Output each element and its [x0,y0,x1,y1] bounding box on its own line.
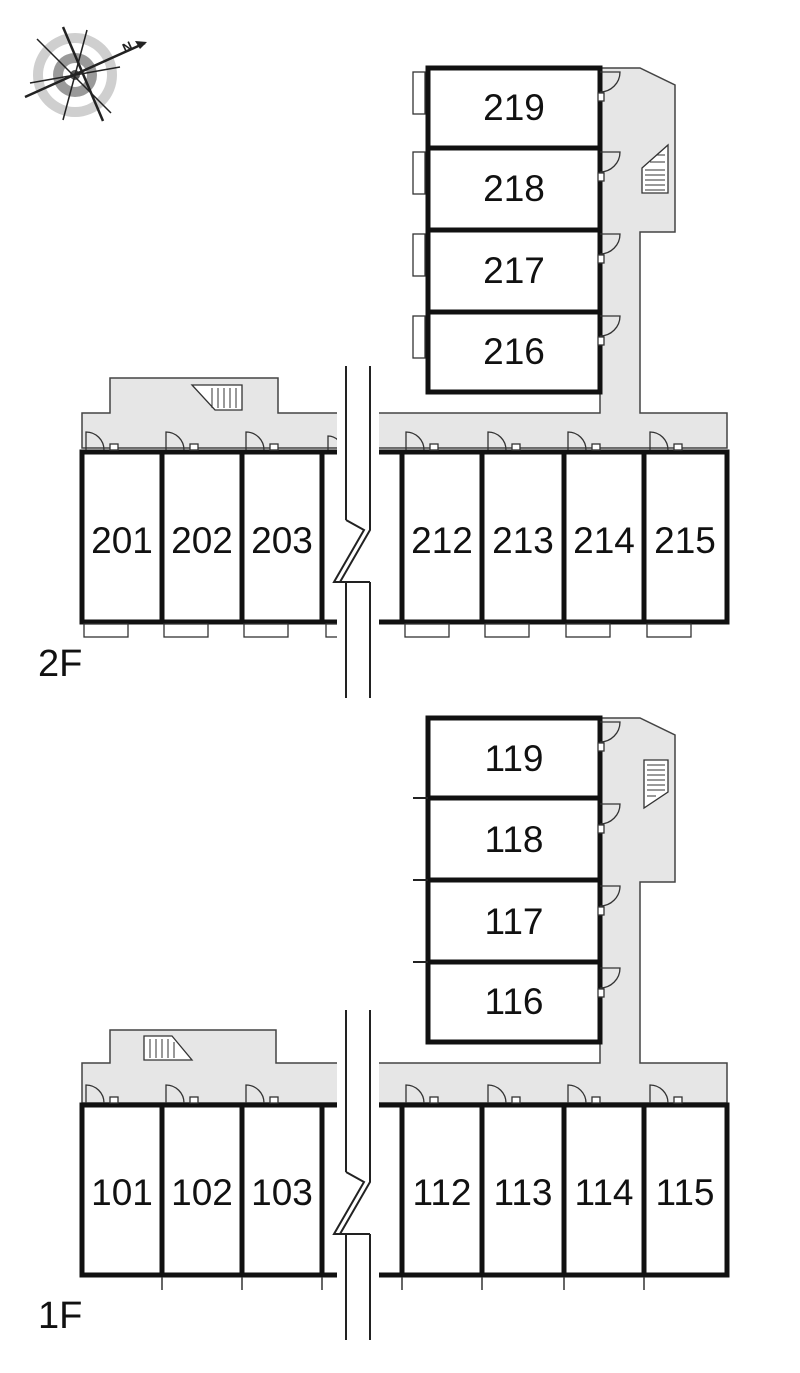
door-icon [597,315,621,346]
break-line [332,366,379,698]
unit-number: 217 [483,250,545,291]
door-icon [597,721,621,752]
door-icon [487,1084,521,1104]
unit-number: 201 [91,520,153,561]
unit-number: 101 [91,1172,153,1213]
unit-number: 212 [411,520,473,561]
unit-103: 103 [239,1102,325,1278]
unit-102: 102 [159,1102,245,1278]
corridor-2f [81,67,728,449]
break-line [332,1010,379,1340]
balcony-window [163,623,209,638]
unit-number: 112 [413,1172,472,1213]
unit-115: 115 [641,1102,730,1278]
unit-119: 119 [425,715,603,801]
stairs-icon [190,384,243,411]
unit-number: 118 [485,819,544,860]
balcony-window [83,623,129,638]
unit-219: 219 [425,65,603,151]
balcony-window [404,623,450,638]
unit-number: 114 [575,1172,634,1213]
unit-number: 218 [483,168,545,209]
unit-218: 218 [425,145,603,233]
balcony-window [412,151,426,195]
unit-number: 203 [251,520,313,561]
stairs-icon [143,1035,194,1061]
unit-101: 101 [79,1102,165,1278]
unit-217: 217 [425,227,603,315]
door-icon [405,431,439,451]
unit-215: 215 [641,449,730,625]
floor-1f: 119 118 117 116 101 102 10 [38,715,730,1340]
unit-203: 203 [239,449,325,625]
door-icon [597,885,621,916]
unit-number: 102 [171,1172,233,1213]
unit-number: 202 [171,520,233,561]
door-icon [85,1084,119,1104]
door-icon [597,967,621,998]
door-icon [245,1084,279,1104]
unit-118: 118 [425,795,603,883]
balcony-window [412,315,426,359]
door-icon [597,803,621,834]
unit-216: 216 [425,309,603,395]
door-icon [245,431,279,451]
unit-number: 113 [494,1172,553,1213]
door-icon [567,431,601,451]
unit-number: 213 [492,520,554,561]
unit-number: 119 [485,738,544,779]
door-icon [649,431,683,451]
door-icon [597,71,621,102]
unit-number: 215 [654,520,716,561]
floor-2f: 219 218 217 216 201 202 [38,65,730,698]
stairs-icon [641,143,669,194]
unit-number: 216 [483,331,545,372]
door-icon [405,1084,439,1104]
unit-117: 117 [425,877,603,965]
unit-number: 214 [573,520,635,561]
door-icon [649,1084,683,1104]
north-compass-icon: N [24,26,147,122]
balcony-window [243,623,289,638]
unit-213: 213 [479,449,567,625]
floor-label-2f: 2F [38,643,82,685]
unit-201: 201 [79,449,165,625]
balcony-window [484,623,530,638]
unit-number: 115 [656,1172,715,1213]
unit-number: 103 [251,1172,313,1213]
door-icon [165,431,199,451]
floor-label-1f: 1F [38,1295,82,1337]
unit-112: 112 [399,1102,485,1278]
door-icon [487,431,521,451]
balcony-window [412,233,426,277]
unit-202: 202 [159,449,245,625]
unit-number: 116 [485,981,544,1022]
balcony-window [565,623,611,638]
door-icon [165,1084,199,1104]
door-icon [597,233,621,264]
balcony-window [646,623,692,638]
stairs-icon [643,759,669,810]
unit-214: 214 [561,449,647,625]
balcony-window [412,71,426,115]
unit-number: 219 [483,87,545,128]
door-icon [85,431,119,451]
unit-212: 212 [399,449,485,625]
door-icon [567,1084,601,1104]
unit-114: 114 [561,1102,647,1278]
unit-number: 117 [485,901,544,942]
door-icon [597,151,621,182]
unit-116: 116 [425,959,603,1045]
unit-113: 113 [479,1102,567,1278]
